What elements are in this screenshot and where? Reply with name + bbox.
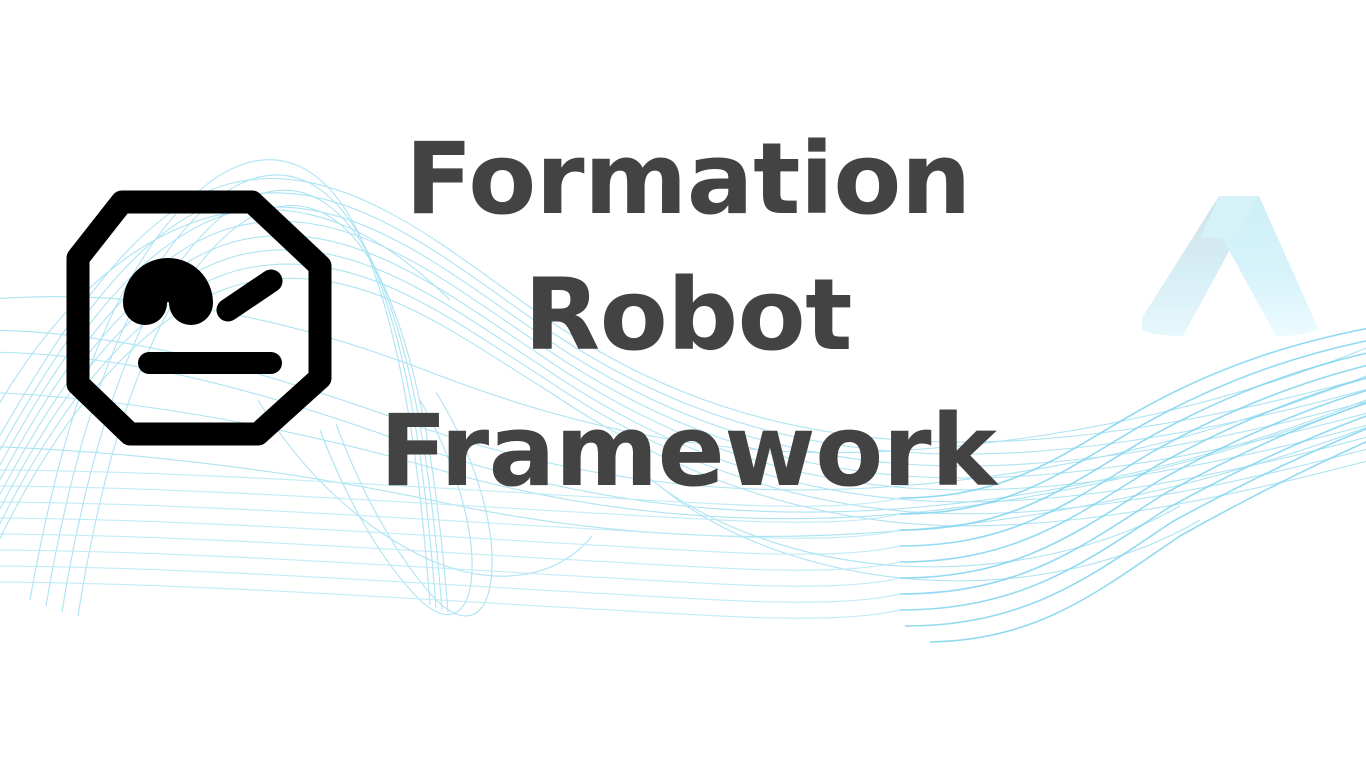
title-line-2: Robot xyxy=(524,258,852,373)
title-line-1: Formation xyxy=(405,122,971,237)
robot-right-eye-icon xyxy=(216,269,283,322)
robot-left-eye-icon xyxy=(123,258,213,325)
robot-face-logo xyxy=(66,190,332,446)
page-title: Formation Robot Framework xyxy=(378,112,998,520)
title-line-3: Framework xyxy=(379,394,997,509)
